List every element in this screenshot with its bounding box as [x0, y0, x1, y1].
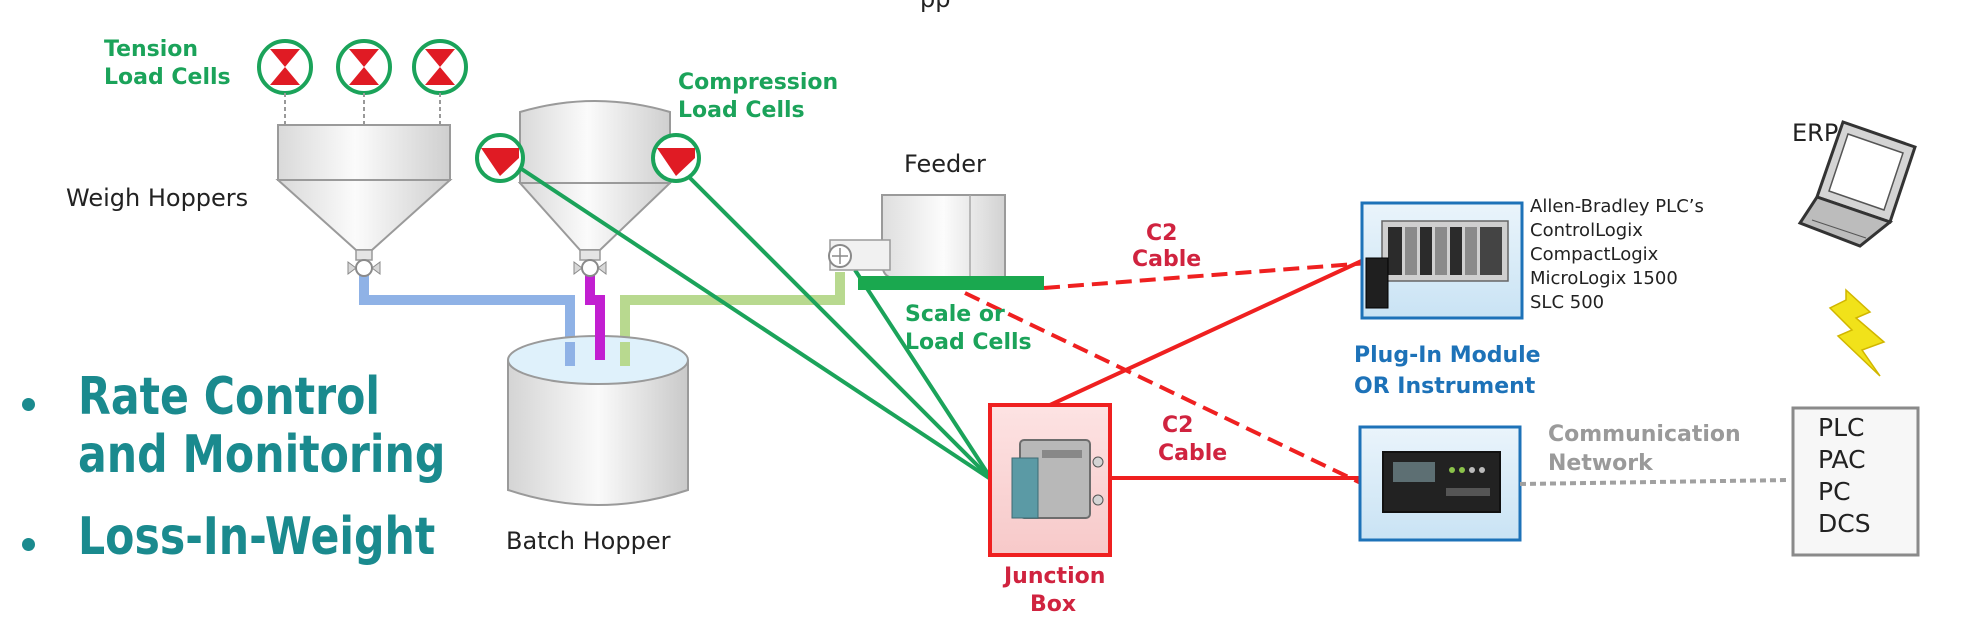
plc-list-item: MicroLogix 1500 — [1530, 267, 1678, 289]
c2-cable-bottom-line1: C2 — [1162, 413, 1194, 438]
bullet-rate-control-line1: Rate Control — [78, 367, 381, 427]
communication-label-line2: Network — [1548, 451, 1653, 476]
plug-in-module-label-line2: OR Instrument — [1354, 374, 1536, 399]
c2-cable-top-line1: C2 — [1146, 221, 1178, 246]
controller-item: DCS — [1818, 509, 1871, 538]
instrument-icon — [1382, 451, 1501, 513]
plc-list-item: CompactLogix — [1530, 243, 1659, 265]
junction-box-label-line1: Junction — [1004, 564, 1106, 589]
pipes — [359, 270, 845, 360]
plc-list-item: Allen-Bradley PLC’s — [1530, 196, 1704, 217]
plug-in-module-label-line1: Plug-In Module — [1354, 343, 1541, 368]
junction-box-label-line2: Box — [1030, 592, 1077, 617]
scale-label-line2: Load Cells — [905, 330, 1032, 355]
bullet-dot — [22, 538, 35, 551]
valve-icon — [828, 244, 852, 268]
communication-label-line1: Communication — [1548, 422, 1741, 447]
compression-label-line1: Compression — [678, 70, 839, 95]
scale-label-line1: Scale or — [905, 302, 1005, 327]
lightning-bolt-icon — [1828, 288, 1886, 377]
controller-item: PAC — [1818, 445, 1866, 474]
weigh-hoppers-label: Weigh Hoppers — [66, 184, 249, 212]
valve-icon — [573, 259, 607, 277]
plc-list: Allen-Bradley PLC’s ControlLogix Compact… — [1530, 195, 1704, 315]
controller-item: PLC — [1818, 413, 1865, 442]
tension-load-cell-icon — [336, 39, 392, 95]
plug-in-module-box — [1360, 201, 1524, 320]
feeder-label: Feeder — [904, 150, 986, 178]
cables — [964, 256, 1369, 487]
communication-network-line — [1519, 478, 1791, 486]
bullet-dot — [22, 398, 35, 411]
weigh-hopper — [275, 124, 453, 277]
plc-rack-icon — [1365, 220, 1509, 309]
controller-item: PC — [1818, 477, 1851, 506]
c2-cable-bottom-line2: Cable — [1158, 441, 1228, 466]
tension-load-cell-icon — [412, 39, 468, 95]
top-partial-label: pp — [920, 0, 950, 14]
junction-box-icon — [988, 403, 1112, 557]
tension-load-cells — [257, 39, 468, 128]
tension-label-line1: Tension — [104, 37, 199, 62]
compression-label-line2: Load Cells — [678, 98, 805, 123]
feeder — [828, 194, 1044, 290]
bullet-loss-in-weight: Loss-In-Weight — [78, 507, 436, 567]
plc-list-item: SLC 500 — [1530, 291, 1605, 313]
tension-label-line2: Load Cells — [104, 65, 231, 90]
bullet-rate-control-line2: and Monitoring — [78, 425, 446, 485]
c2-cable-top-line2: Cable — [1132, 247, 1202, 272]
compression-load-cell-icon — [651, 133, 701, 183]
controllers-box — [1791, 406, 1920, 557]
plc-list-item: ControlLogix — [1530, 219, 1643, 241]
load-cell-wires — [506, 158, 994, 482]
erp-label: ERP — [1792, 119, 1839, 147]
compression-load-cell-icon — [475, 133, 525, 183]
valve-icon — [347, 259, 381, 277]
batch-hopper-tank — [507, 335, 689, 506]
compression-hopper — [517, 100, 673, 277]
controllers-list: PLC PAC PC DCS — [1818, 412, 1871, 540]
laptop-icon — [1797, 120, 1917, 248]
tension-load-cell-icon — [257, 39, 313, 95]
batch-hopper-label: Batch Hopper — [506, 527, 671, 555]
instrument-box — [1358, 425, 1522, 542]
